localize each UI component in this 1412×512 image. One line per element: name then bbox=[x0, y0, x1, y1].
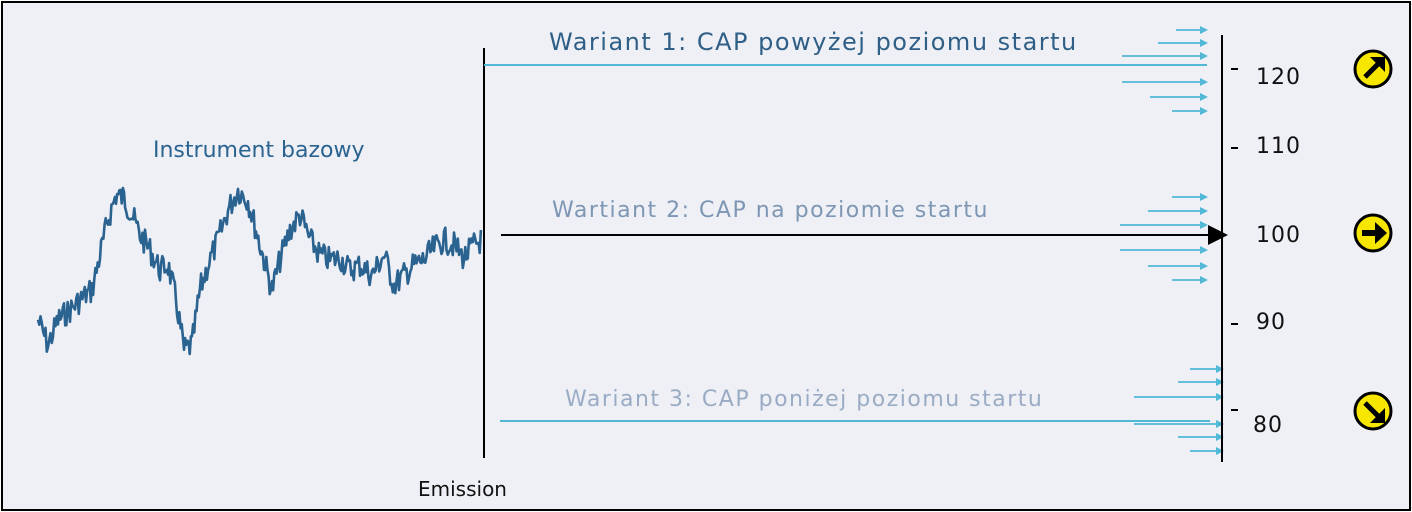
arrow-right-icon bbox=[1353, 213, 1393, 253]
variant1-arrow bbox=[1176, 26, 1208, 34]
axis-ticks bbox=[1231, 68, 1238, 411]
tick-label-120: 120 bbox=[1256, 65, 1301, 90]
tick-label-110: 110 bbox=[1256, 134, 1301, 159]
variant2-arrow bbox=[1172, 276, 1208, 284]
variant3-arrow bbox=[1134, 420, 1224, 428]
variant3-title: Wariant 3: CAP poniżej poziomu startu bbox=[565, 387, 1043, 412]
variant2-title: Wartiant 2: CAP na poziomie startu bbox=[552, 198, 989, 223]
variant2-arrow bbox=[1120, 221, 1208, 229]
variant1-arrow bbox=[1122, 52, 1208, 60]
variant1-title: Wariant 1: CAP powyżej poziomu startu bbox=[549, 28, 1078, 56]
emission-label: Emission bbox=[418, 477, 507, 501]
variant1-arrow bbox=[1172, 107, 1208, 115]
tick-label-100: 100 bbox=[1256, 223, 1301, 248]
variant1-arrow bbox=[1150, 93, 1208, 101]
variant2-arrow bbox=[1172, 193, 1208, 201]
variant1-arrow bbox=[1122, 78, 1208, 86]
base-instrument-label: Instrument bazowy bbox=[153, 138, 365, 163]
variant3-arrow bbox=[1178, 378, 1224, 386]
variant2-arrow bbox=[1148, 262, 1208, 270]
variant3-arrow bbox=[1190, 365, 1224, 373]
arrow-down-right-icon bbox=[1353, 391, 1393, 431]
variant3-arrow bbox=[1178, 433, 1224, 441]
variant2-arrow bbox=[1120, 246, 1208, 254]
variant2-arrow bbox=[1148, 207, 1208, 215]
cap-arrow-clusters bbox=[1120, 26, 1224, 455]
variant3-arrow bbox=[1134, 393, 1224, 401]
variant3-arrow bbox=[1190, 447, 1224, 455]
tick-label-90: 90 bbox=[1256, 310, 1286, 335]
tick-label-80: 80 bbox=[1253, 413, 1283, 438]
price-series-line bbox=[36, 186, 483, 356]
variant1-arrow bbox=[1158, 39, 1208, 47]
arrow-up-right-icon bbox=[1353, 49, 1393, 89]
variant2-arrowhead bbox=[1208, 225, 1228, 245]
base-instrument-price-series bbox=[36, 186, 483, 356]
